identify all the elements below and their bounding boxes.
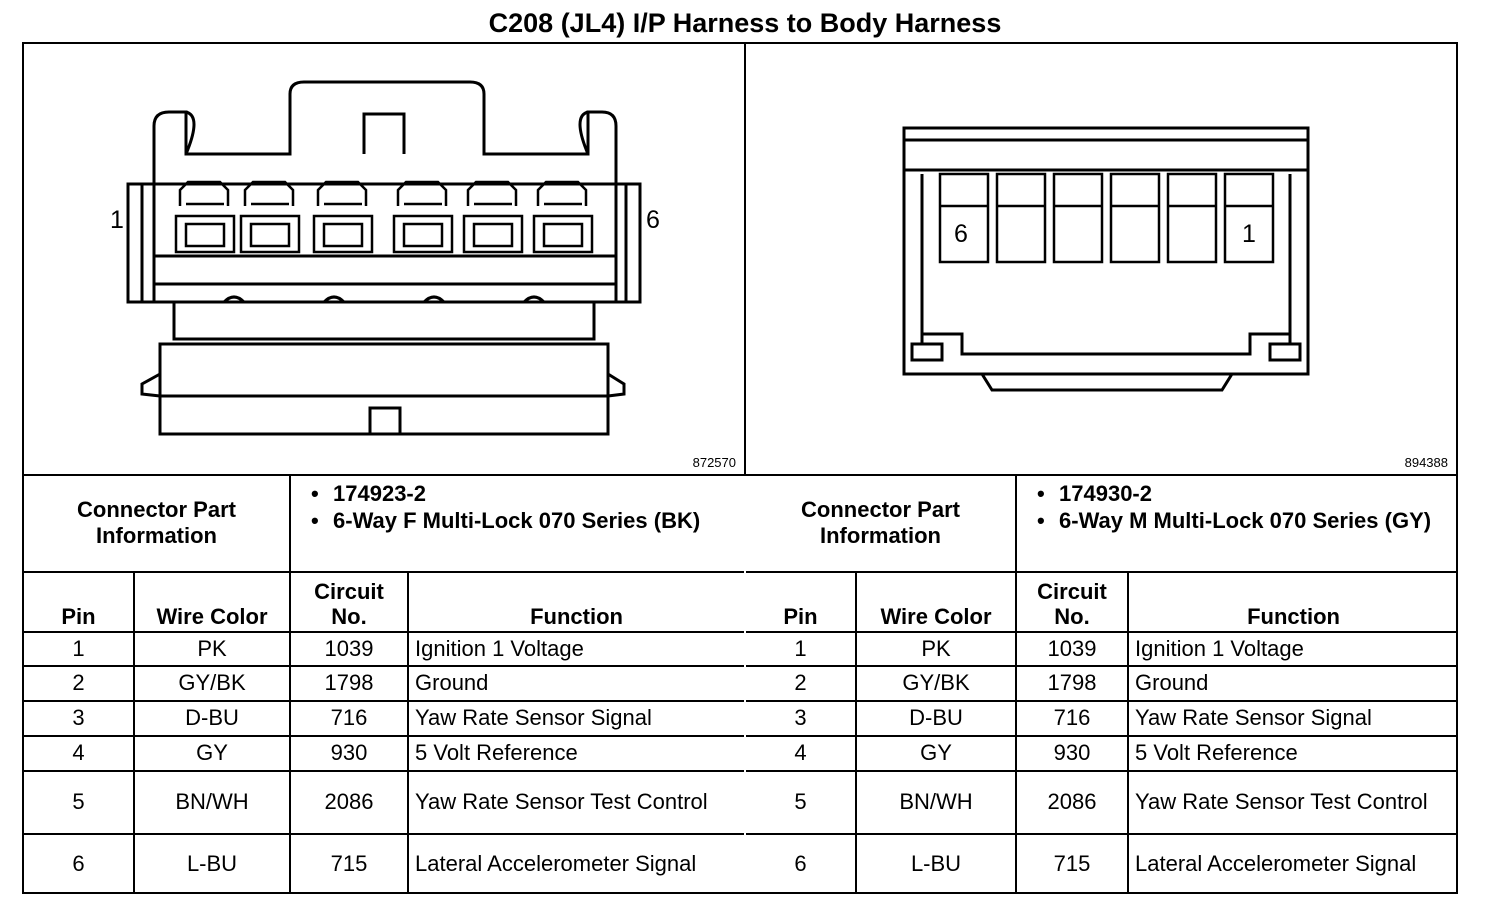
header-pin: Pin bbox=[24, 570, 135, 634]
function-cell: Lateral Accelerometer Signal bbox=[1127, 832, 1459, 894]
table-row: 4 GY 930 5 Volt Reference bbox=[746, 734, 1459, 773]
pin-cell: 3 bbox=[24, 699, 135, 737]
circuit-cell: 2086 bbox=[289, 770, 410, 835]
header-function: Function bbox=[1127, 570, 1459, 634]
wire-color-cell: GY bbox=[132, 734, 292, 773]
wire-color-cell: GY/BK bbox=[854, 665, 1018, 702]
function-cell: 5 Volt Reference bbox=[407, 734, 745, 773]
wire-color-cell: PK bbox=[132, 631, 292, 668]
pin-cell: 5 bbox=[24, 770, 135, 835]
female-connector-panel: 1 6 872570 bbox=[24, 44, 744, 474]
table-row: 5 BN/WH 2086 Yaw Rate Sensor Test Contro… bbox=[24, 770, 745, 835]
circuit-cell: 715 bbox=[289, 832, 410, 894]
circuit-cell: 716 bbox=[289, 699, 410, 737]
circuit-cell: 1798 bbox=[289, 665, 410, 702]
wire-color-cell: D-BU bbox=[854, 699, 1018, 737]
circuit-cell: 716 bbox=[1015, 699, 1130, 737]
wire-color-cell: D-BU bbox=[132, 699, 292, 737]
wire-color-cell: GY bbox=[854, 734, 1018, 773]
table-row: 6 L-BU 715 Lateral Accelerometer Signal bbox=[746, 832, 1459, 894]
pin-label-left: 6 bbox=[954, 220, 968, 248]
table-row: 2 GY/BK 1798 Ground bbox=[746, 665, 1459, 702]
table-row: 3 D-BU 716 Yaw Rate Sensor Signal bbox=[746, 699, 1459, 737]
pin-cell: 1 bbox=[24, 631, 135, 668]
pin-cell: 4 bbox=[24, 734, 135, 773]
table-row: 2 GY/BK 1798 Ground bbox=[24, 665, 745, 702]
circuit-cell: 2086 bbox=[1015, 770, 1130, 835]
connector-part-info-label: Connector Part Information bbox=[746, 476, 1018, 573]
female-connector-drawing bbox=[126, 80, 642, 436]
pin-label-left: 1 bbox=[110, 206, 124, 234]
header-function: Function bbox=[407, 570, 745, 634]
table-row: 1 PK 1039 Ignition 1 Voltage bbox=[24, 631, 745, 668]
pin-cell: 3 bbox=[746, 699, 857, 737]
circuit-cell: 715 bbox=[1015, 832, 1130, 894]
wire-color-cell: L-BU bbox=[854, 832, 1018, 894]
pin-label-right: 1 bbox=[1242, 220, 1256, 248]
function-cell: Yaw Rate Sensor Test Control bbox=[407, 770, 745, 835]
part-number: 174930-2 bbox=[1037, 480, 1452, 507]
function-cell: 5 Volt Reference bbox=[1127, 734, 1459, 773]
function-cell: Ignition 1 Voltage bbox=[407, 631, 745, 668]
figure-id: 872570 bbox=[692, 455, 736, 470]
pin-cell: 5 bbox=[746, 770, 857, 835]
female-pinout-table: Connector Part Information 174923-2 6-Wa… bbox=[24, 476, 745, 894]
header-circuit: Circuit No. bbox=[289, 570, 410, 634]
circuit-cell: 1798 bbox=[1015, 665, 1130, 702]
circuit-cell: 930 bbox=[1015, 734, 1130, 773]
circuit-cell: 930 bbox=[289, 734, 410, 773]
part-number: 174923-2 bbox=[311, 480, 738, 507]
pin-cell: 2 bbox=[24, 665, 135, 702]
pin-cell: 2 bbox=[746, 665, 857, 702]
wire-color-cell: PK bbox=[854, 631, 1018, 668]
pin-label-right: 6 bbox=[646, 206, 660, 234]
function-cell: Lateral Accelerometer Signal bbox=[407, 832, 745, 894]
function-cell: Ignition 1 Voltage bbox=[1127, 631, 1459, 668]
male-connector-drawing bbox=[902, 126, 1310, 392]
table-row: 5 BN/WH 2086 Yaw Rate Sensor Test Contro… bbox=[746, 770, 1459, 835]
page-title: C208 (JL4) I/P Harness to Body Harness bbox=[488, 8, 1002, 38]
table-row: 4 GY 930 5 Volt Reference bbox=[24, 734, 745, 773]
header-wire-color: Wire Color bbox=[854, 570, 1018, 634]
connector-part-info: 174930-2 6-Way M Multi-Lock 070 Series (… bbox=[1015, 476, 1459, 573]
figure-id: 894388 bbox=[1404, 455, 1448, 470]
male-connector-panel: 6 1 894388 bbox=[746, 44, 1458, 474]
header-circuit: Circuit No. bbox=[1015, 570, 1130, 634]
pin-cell: 6 bbox=[746, 832, 857, 894]
function-cell: Ground bbox=[407, 665, 745, 702]
function-cell: Yaw Rate Sensor Signal bbox=[1127, 699, 1459, 737]
diagram-row: 1 6 872570 bbox=[24, 44, 1456, 476]
header-pin: Pin bbox=[746, 570, 857, 634]
table-row: 6 L-BU 715 Lateral Accelerometer Signal bbox=[24, 832, 745, 894]
part-description: 6-Way F Multi-Lock 070 Series (BK) bbox=[311, 507, 738, 534]
male-pinout-table: Connector Part Information 174930-2 6-Wa… bbox=[746, 476, 1459, 894]
part-description: 6-Way M Multi-Lock 070 Series (GY) bbox=[1037, 507, 1452, 534]
pin-cell: 1 bbox=[746, 631, 857, 668]
header-wire-color: Wire Color bbox=[132, 570, 292, 634]
function-cell: Yaw Rate Sensor Signal bbox=[407, 699, 745, 737]
function-cell: Yaw Rate Sensor Test Control bbox=[1127, 770, 1459, 835]
circuit-cell: 1039 bbox=[1015, 631, 1130, 668]
wire-color-cell: BN/WH bbox=[132, 770, 292, 835]
divider bbox=[744, 44, 746, 474]
function-cell: Ground bbox=[1127, 665, 1459, 702]
wire-color-cell: GY/BK bbox=[132, 665, 292, 702]
connector-part-info: 174923-2 6-Way F Multi-Lock 070 Series (… bbox=[289, 476, 745, 573]
table-row: 1 PK 1039 Ignition 1 Voltage bbox=[746, 631, 1459, 668]
circuit-cell: 1039 bbox=[289, 631, 410, 668]
wire-color-cell: L-BU bbox=[132, 832, 292, 894]
wire-color-cell: BN/WH bbox=[854, 770, 1018, 835]
connector-sheet: 1 6 872570 bbox=[22, 42, 1459, 894]
connector-part-info-label: Connector Part Information bbox=[24, 476, 292, 573]
pin-cell: 6 bbox=[24, 832, 135, 894]
pin-cell: 4 bbox=[746, 734, 857, 773]
table-row: 3 D-BU 716 Yaw Rate Sensor Signal bbox=[24, 699, 745, 737]
